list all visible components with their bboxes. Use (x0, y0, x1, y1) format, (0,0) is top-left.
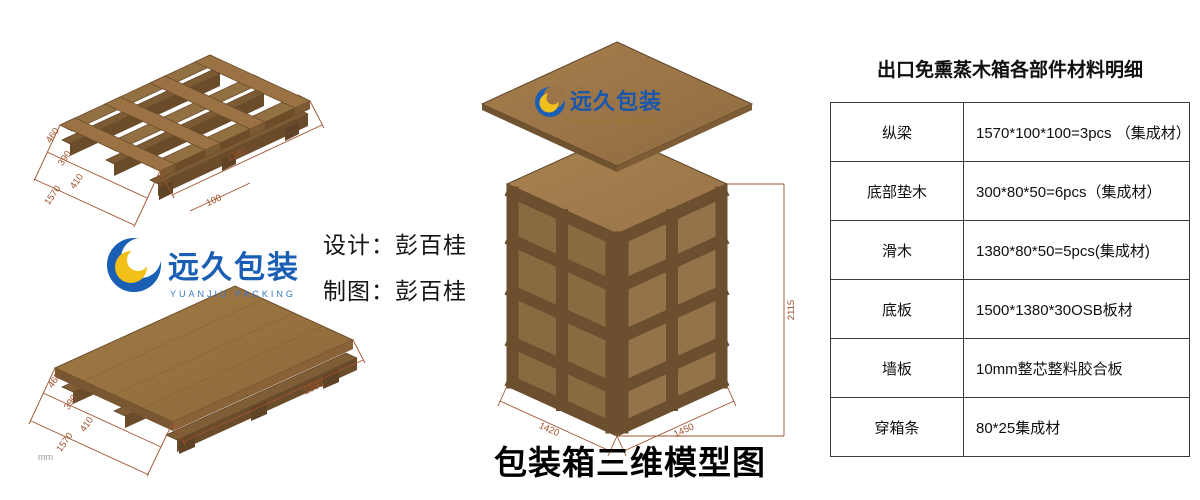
material-spec-cell: 1570*100*100=3pcs （集成材） (963, 102, 1191, 162)
unit-note: mm (38, 452, 53, 462)
material-part-cell: 底板 (830, 279, 964, 339)
dim-label: 410 (68, 172, 86, 191)
design-credit: 设计：彭百桂 (323, 232, 467, 258)
logo-en-text: YUANJIU PACKING (170, 289, 296, 299)
material-part-cell: 穿箱条 (830, 397, 964, 457)
table-row: 底板 1500*1380*30OSB板材 (830, 279, 1190, 339)
materials-table: 纵梁 1570*100*100=3pcs （集成材） 底部垫木 300*80*5… (830, 102, 1191, 457)
logo-cn-text: 远久包装 (168, 250, 300, 285)
materials-panel: 出口免熏蒸木箱各部件材料明细 纵梁 1570*100*100=3pcs （集成材… (830, 55, 1191, 457)
draft-credit: 制图：彭百桂 (323, 278, 467, 304)
table-row: 纵梁 1570*100*100=3pcs （集成材） (830, 102, 1191, 162)
dim-label: 100 (204, 192, 223, 209)
material-part-cell: 滑木 (830, 220, 964, 280)
crate-lid: 远久包装 YUANJIU PACKING (480, 41, 754, 172)
crate-dimensions: 2115 1450 1420 (497, 183, 797, 457)
material-spec-cell: 80*25集成材 (963, 397, 1190, 457)
material-part-cell: 底部垫木 (830, 161, 964, 221)
crate-battens (504, 184, 730, 436)
material-spec-cell: 1500*1380*30OSB板材 (963, 279, 1190, 339)
pallet-deck-drawing: 460 390 410 1570 1390 (28, 285, 366, 477)
pallet-frame-rims (59, 54, 311, 179)
dim-label: 2115 (786, 300, 797, 320)
pallet-deck-board (53, 285, 355, 431)
dim-label: 1570 (54, 431, 75, 455)
crate-drawing: 远久包装 YUANJIU PACKING 2115 1450 1420 (480, 41, 797, 457)
lid-logo-en-text: YUANJIU PACKING (571, 118, 656, 125)
material-part-cell: 墙板 (830, 338, 964, 398)
table-row: 滑木 1380*80*50=5pcs(集成材) (830, 220, 1190, 280)
crate-body (504, 133, 730, 437)
pallet-frame-drawing: 460 390 410 1570 1380 100 (33, 54, 325, 228)
table-row: 墙板 10mm整芯整料胶合板 (830, 338, 1190, 398)
company-logo: 远久包装 YUANJIU PACKING (107, 238, 300, 299)
table-row: 底部垫木 300*80*50=6pcs（集成材） (830, 161, 1190, 221)
logo-swoosh-icon (107, 238, 161, 292)
material-spec-cell: 300*80*50=6pcs（集成材） (963, 161, 1190, 221)
lid-logo: 远久包装 YUANJIU PACKING (535, 86, 662, 125)
material-part-cell: 纵梁 (830, 102, 964, 162)
material-spec-cell: 10mm整芯整料胶合板 (963, 338, 1190, 398)
dim-label: 460 (44, 126, 62, 145)
pallet-frame-crossboards (59, 54, 311, 178)
drawing-caption: 包装箱三维模型图 (494, 444, 766, 481)
lid-logo-cn-text: 远久包装 (570, 89, 662, 114)
dim-label: 1570 (42, 184, 63, 208)
materials-table-title: 出口免熏蒸木箱各部件材料明细 (876, 60, 1143, 81)
dim-label: 410 (78, 415, 96, 434)
table-row: 穿箱条 80*25集成材 (830, 397, 1190, 457)
material-spec-cell: 1380*80*50=5pcs(集成材) (963, 220, 1190, 280)
